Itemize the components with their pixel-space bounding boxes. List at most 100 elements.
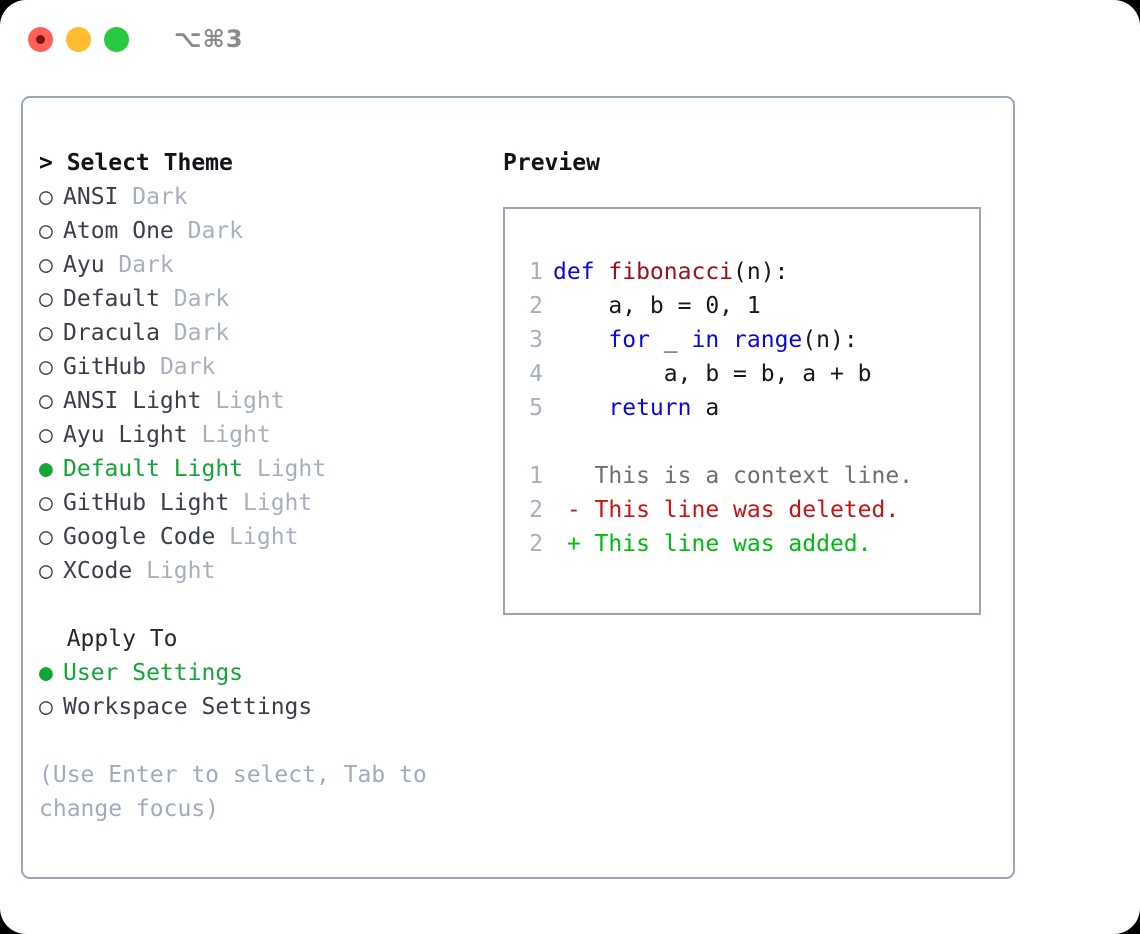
theme-option-variant: Light xyxy=(187,422,271,448)
title-bar: ⌥⌘3 xyxy=(0,0,1140,78)
theme-option-ansi-light[interactable]: ○ANSI Light Light xyxy=(39,384,503,418)
diff-sample: 1 This is a context line.2 - This line w… xyxy=(519,459,979,561)
code-diff-gap xyxy=(519,425,979,459)
theme-option-github-light[interactable]: ○ GitHub Light Light xyxy=(39,486,503,520)
theme-option-dracula[interactable]: ○ Dracula Dark xyxy=(39,316,503,350)
theme-option-label: Default xyxy=(63,286,160,312)
theme-option-variant: Light xyxy=(229,490,313,516)
code-keyword: def xyxy=(553,259,609,285)
theme-option-xcode[interactable]: ○XCode Light xyxy=(39,554,503,588)
apply-to-option-list: ● User Settings ○ Workspace Settings xyxy=(39,656,503,724)
radio-unselected-icon: ○ xyxy=(39,320,53,346)
line-number: 1 xyxy=(529,259,543,285)
diff-line-text: - This line was deleted. xyxy=(553,497,900,523)
radio-unselected-icon: ○ xyxy=(39,524,53,550)
main-panel: > Select Theme ○ANSI Dark○Atom One Dark○… xyxy=(21,96,1015,879)
theme-selection-column: > Select Theme ○ANSI Dark○Atom One Dark○… xyxy=(23,98,503,877)
theme-option-label: Ayu xyxy=(63,252,105,278)
theme-option-variant: Dark xyxy=(159,286,230,312)
window-controls xyxy=(28,26,129,52)
keyboard-shortcut-label: ⌥⌘3 xyxy=(174,25,244,53)
list-spacer xyxy=(39,588,503,622)
code-text: (n): xyxy=(802,327,858,353)
apply-to-option-user-settings[interactable]: ● User Settings xyxy=(39,656,503,690)
code-keyword: in xyxy=(691,327,720,353)
diff-line-text: + This line was added. xyxy=(553,531,872,557)
code-line: 3 for _ in range(n): xyxy=(519,323,979,357)
code-text: _ xyxy=(649,327,692,353)
code-text: a xyxy=(691,395,720,421)
theme-option-ayu[interactable]: ○Ayu Dark xyxy=(39,248,503,282)
minimize-button-icon[interactable] xyxy=(66,26,91,52)
theme-option-github[interactable]: ○ GitHub Dark xyxy=(39,350,503,384)
code-text xyxy=(553,327,608,353)
theme-option-variant: Light xyxy=(215,524,299,550)
theme-option-label: ANSI Light xyxy=(63,388,202,414)
theme-option-label: GitHub Light xyxy=(63,490,230,516)
line-number: 4 xyxy=(529,361,543,387)
apply-to-option-label: Workspace Settings xyxy=(63,694,313,720)
radio-unselected-icon: ○ xyxy=(39,218,53,244)
theme-option-ayu-light[interactable]: ○Ayu Light Light xyxy=(39,418,503,452)
line-number: 5 xyxy=(529,395,543,421)
radio-unselected-icon: ○ xyxy=(39,422,53,448)
code-line: 2 a, b = 0, 1 xyxy=(519,289,979,323)
radio-selected-icon: ● xyxy=(39,660,53,686)
recording-indicator-icon xyxy=(36,34,45,44)
radio-unselected-icon: ○ xyxy=(39,184,53,210)
theme-option-variant: Dark xyxy=(146,354,216,380)
line-number: 2 xyxy=(529,497,543,523)
radio-unselected-icon: ○ xyxy=(39,286,53,312)
diff-line-context: 1 This is a context line. xyxy=(519,459,979,493)
theme-option-list: ○ANSI Dark○Atom One Dark○Ayu Dark○Defaul… xyxy=(39,180,503,588)
theme-option-label: Google Code xyxy=(63,524,216,550)
zoom-button-icon[interactable] xyxy=(104,26,129,52)
theme-option-variant: Dark xyxy=(159,320,230,346)
theme-option-default[interactable]: ○ Default Dark xyxy=(39,282,503,316)
theme-option-variant: Light xyxy=(243,456,327,482)
code-text xyxy=(553,395,608,421)
apply-to-option-label: User Settings xyxy=(63,660,244,686)
code-keyword: range xyxy=(733,327,803,353)
theme-option-label: Dracula xyxy=(63,320,160,346)
theme-option-variant: Dark xyxy=(118,184,188,210)
apply-to-option-workspace-settings[interactable]: ○ Workspace Settings xyxy=(39,690,503,724)
line-number: 2 xyxy=(529,293,543,319)
diff-line-text: This is a context line. xyxy=(553,463,914,489)
code-keyword: return xyxy=(608,395,692,421)
code-line: 5 return a xyxy=(519,391,979,425)
theme-option-label: XCode xyxy=(63,558,133,584)
code-text: a, b = b, a + b xyxy=(553,361,872,387)
theme-option-label: GitHub xyxy=(63,354,147,380)
theme-option-ansi[interactable]: ○ ANSI Dark xyxy=(39,180,503,214)
diff-line-added: 2 + This line was added. xyxy=(519,527,979,561)
apply-to-header: Apply To xyxy=(39,626,178,652)
theme-option-atom-one[interactable]: ○ Atom One Dark xyxy=(39,214,503,248)
select-theme-header: > Select Theme xyxy=(39,150,233,176)
theme-option-label: Atom One xyxy=(63,218,174,244)
line-number: 3 xyxy=(529,327,543,353)
radio-selected-icon: ● xyxy=(39,456,53,482)
theme-option-variant: Dark xyxy=(173,218,244,244)
panel-columns: > Select Theme ○ANSI Dark○Atom One Dark○… xyxy=(23,98,1013,877)
theme-option-default-light[interactable]: ●Default Light Light xyxy=(39,452,503,486)
theme-option-label: ANSI xyxy=(63,184,119,210)
theme-option-google-code[interactable]: ○ Google Code Light xyxy=(39,520,503,554)
line-number: 2 xyxy=(529,531,543,557)
close-button-icon[interactable] xyxy=(28,26,53,52)
theme-option-variant: Light xyxy=(201,388,285,414)
code-text xyxy=(719,327,733,353)
radio-unselected-icon: ○ xyxy=(39,694,53,720)
radio-unselected-icon: ○ xyxy=(39,354,53,380)
keyboard-hint-text: (Use Enter to select, Tab to change focu… xyxy=(39,762,427,822)
radio-unselected-icon: ○ xyxy=(39,490,53,516)
code-line: 4 a, b = b, a + b xyxy=(519,357,979,391)
code-function-name: fibonacci xyxy=(608,259,734,285)
diff-line-deleted: 2 - This line was deleted. xyxy=(519,493,979,527)
theme-option-variant: Dark xyxy=(104,252,174,278)
